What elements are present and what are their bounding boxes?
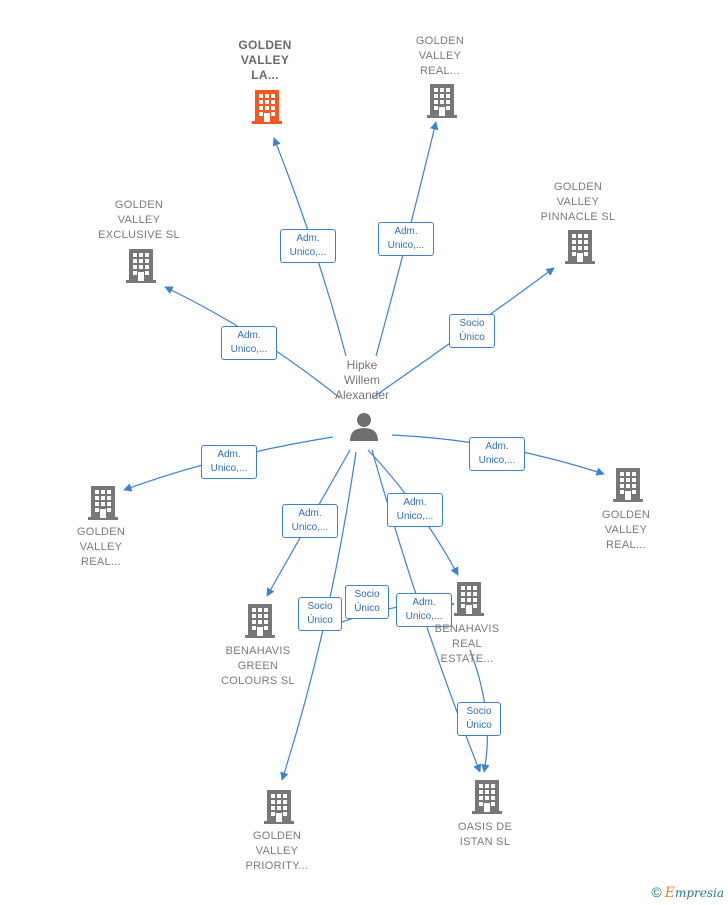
edge-label[interactable]: Adm. Unico,...: [280, 229, 336, 263]
company-label-golden-valley-real-top[interactable]: GOLDEN VALLEY REAL...: [415, 35, 465, 77]
building-icon[interactable]: [472, 780, 502, 814]
building-icon[interactable]: [454, 582, 484, 616]
edge-label[interactable]: Adm. Unico,...: [469, 437, 525, 471]
copyright-symbol: ©: [651, 884, 662, 900]
center-person-label[interactable]: Hipke Willem Alexander: [334, 358, 390, 402]
company-label-golden-valley-real-left[interactable]: GOLDEN VALLEY REAL...: [76, 526, 126, 568]
building-icon[interactable]: [264, 790, 294, 824]
edge-label[interactable]: Adm. Unico,...: [282, 504, 338, 538]
edge-label[interactable]: Socio Único: [457, 702, 501, 736]
company-label-golden-valley-la[interactable]: GOLDEN VALLEY LA...: [238, 38, 292, 82]
company-label-oasis-de-istan[interactable]: OASIS DE ISTAN SL: [457, 821, 513, 848]
building-icon[interactable]: [565, 230, 595, 264]
company-label-golden-valley-pinnacle[interactable]: GOLDEN VALLEY PINNACLE SL: [540, 181, 616, 223]
empresia-logo: ©Empresia: [651, 884, 724, 901]
company-label-golden-valley-priority[interactable]: GOLDEN VALLEY PRIORITY...: [245, 830, 309, 872]
building-icon[interactable]: [126, 249, 156, 283]
building-icon[interactable]: [427, 84, 457, 118]
edge-label[interactable]: Adm. Unico,...: [221, 326, 277, 360]
person-icon[interactable]: [350, 413, 378, 441]
brand-name: mpresia: [674, 886, 724, 900]
icons-layer: [88, 84, 643, 824]
building-icon[interactable]: [88, 486, 118, 520]
building-icon[interactable]: [252, 90, 282, 124]
company-label-golden-valley-real-right[interactable]: GOLDEN VALLEY REAL...: [601, 509, 651, 551]
edge-label[interactable]: Socio Único: [345, 585, 389, 619]
edge-label[interactable]: Adm. Unico,...: [201, 445, 257, 479]
company-label-golden-valley-exclusive[interactable]: GOLDEN VALLEY EXCLUSIVE SL: [98, 199, 180, 241]
company-label-benahavis-real[interactable]: BENAHAVIS REAL ESTATE...: [434, 623, 500, 665]
edge-label[interactable]: Adm. Unico,...: [396, 593, 452, 627]
edge-label[interactable]: Socio Único: [449, 314, 495, 348]
edge-label[interactable]: Adm. Unico,...: [387, 493, 443, 527]
edge-label[interactable]: Socio Único: [298, 597, 342, 631]
building-icon[interactable]: [245, 604, 275, 638]
brand-initial: E: [664, 885, 675, 901]
edge-label[interactable]: Adm. Unico,...: [378, 222, 434, 256]
building-icon[interactable]: [613, 468, 643, 502]
company-label-benahavis-green[interactable]: BENAHAVIS GREEN COLOURS SL: [221, 645, 295, 687]
